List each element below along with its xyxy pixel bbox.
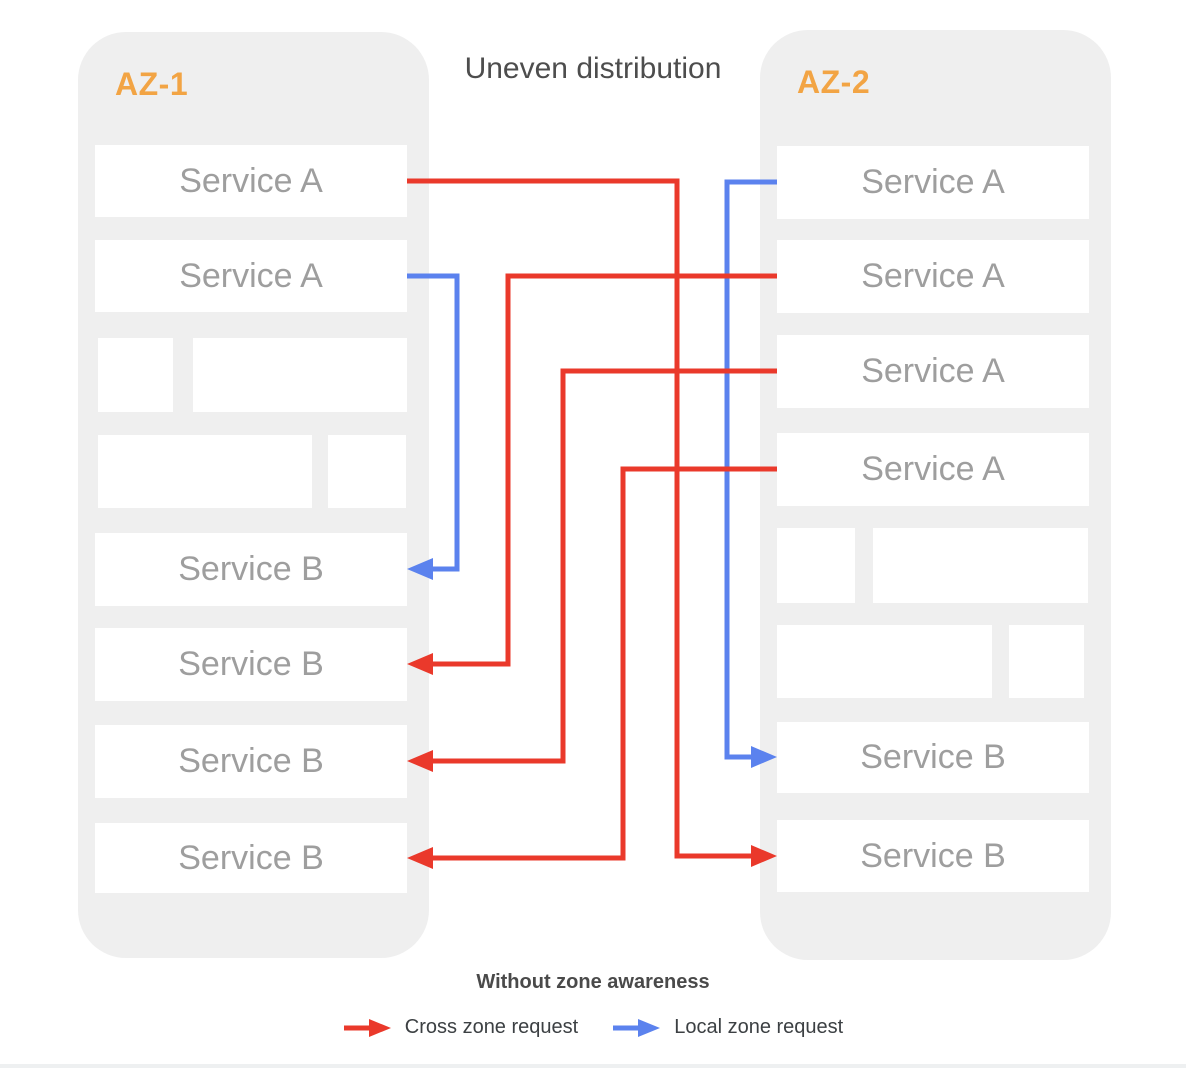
diagram-title: Uneven distribution — [464, 52, 722, 85]
service-box-service-a: Service A — [777, 433, 1089, 506]
empty-box — [1009, 625, 1084, 698]
legend-label-cross-zone: Cross zone request — [404, 1016, 579, 1038]
service-box-label: Service B — [178, 742, 324, 780]
cross-zone-request-line — [427, 466, 777, 861]
service-box-label: Service B — [178, 645, 324, 683]
service-box-service-b: Service B — [95, 823, 407, 893]
service-box-service-a: Service A — [777, 335, 1089, 408]
service-box-label: Service A — [861, 450, 1005, 488]
diagram-caption: Without zone awareness — [476, 971, 710, 993]
service-box-label: Service A — [179, 256, 323, 295]
legend: Cross zone request Local zone request — [0, 1016, 1186, 1039]
service-box-label: Service A — [861, 163, 1005, 201]
local-zone-arrow-icon — [613, 1018, 661, 1037]
service-box-service-a: Service A — [777, 146, 1089, 219]
service-box-label: Service B — [178, 550, 324, 588]
service-box-service-b: Service B — [95, 628, 407, 701]
empty-box — [98, 338, 173, 412]
footer-strip — [0, 1064, 1186, 1068]
service-box-label: Service B — [860, 836, 1006, 875]
empty-box — [777, 528, 855, 603]
legend-item-local-zone: Local zone request — [612, 1016, 843, 1039]
service-box-service-b: Service B — [777, 722, 1089, 793]
legend-label-local-zone: Local zone request — [674, 1016, 844, 1038]
cross-zone-request-line — [407, 178, 757, 859]
empty-box — [98, 435, 312, 508]
service-box-service-a: Service A — [777, 240, 1089, 313]
service-box-service-a: Service A — [95, 240, 407, 312]
cross-zone-az2-serviceA4-to-az1-serviceB4 — [407, 466, 777, 869]
zone-label-az-1: AZ-1 — [115, 66, 189, 102]
cross-zone-request-line — [427, 368, 777, 764]
service-box-label: Service A — [861, 257, 1005, 295]
empty-box — [193, 338, 407, 412]
zone-label-az-2: AZ-2 — [797, 64, 871, 100]
cross-zone-arrow-icon — [343, 1018, 391, 1037]
service-box-label: Service A — [861, 352, 1005, 390]
service-box-service-b: Service B — [95, 725, 407, 798]
service-box-service-a: Service A — [95, 145, 407, 217]
cross-zone-az1-serviceA1-to-az2-serviceB2 — [407, 178, 777, 867]
legend-item-cross-zone: Cross zone request — [343, 1016, 578, 1039]
service-box-label: Service B — [178, 838, 324, 877]
empty-box — [328, 435, 406, 508]
cross-zone-az2-serviceA2-to-az1-serviceB2 — [407, 273, 777, 675]
empty-box — [777, 625, 992, 698]
cross-zone-request-line — [427, 273, 777, 667]
service-box-label: Service B — [860, 738, 1006, 776]
service-box-service-b: Service B — [95, 533, 407, 606]
empty-box — [873, 528, 1088, 603]
cross-zone-az2-serviceA3-to-az1-serviceB3 — [407, 368, 777, 772]
service-box-label: Service A — [179, 161, 323, 200]
service-box-service-b: Service B — [777, 820, 1089, 892]
